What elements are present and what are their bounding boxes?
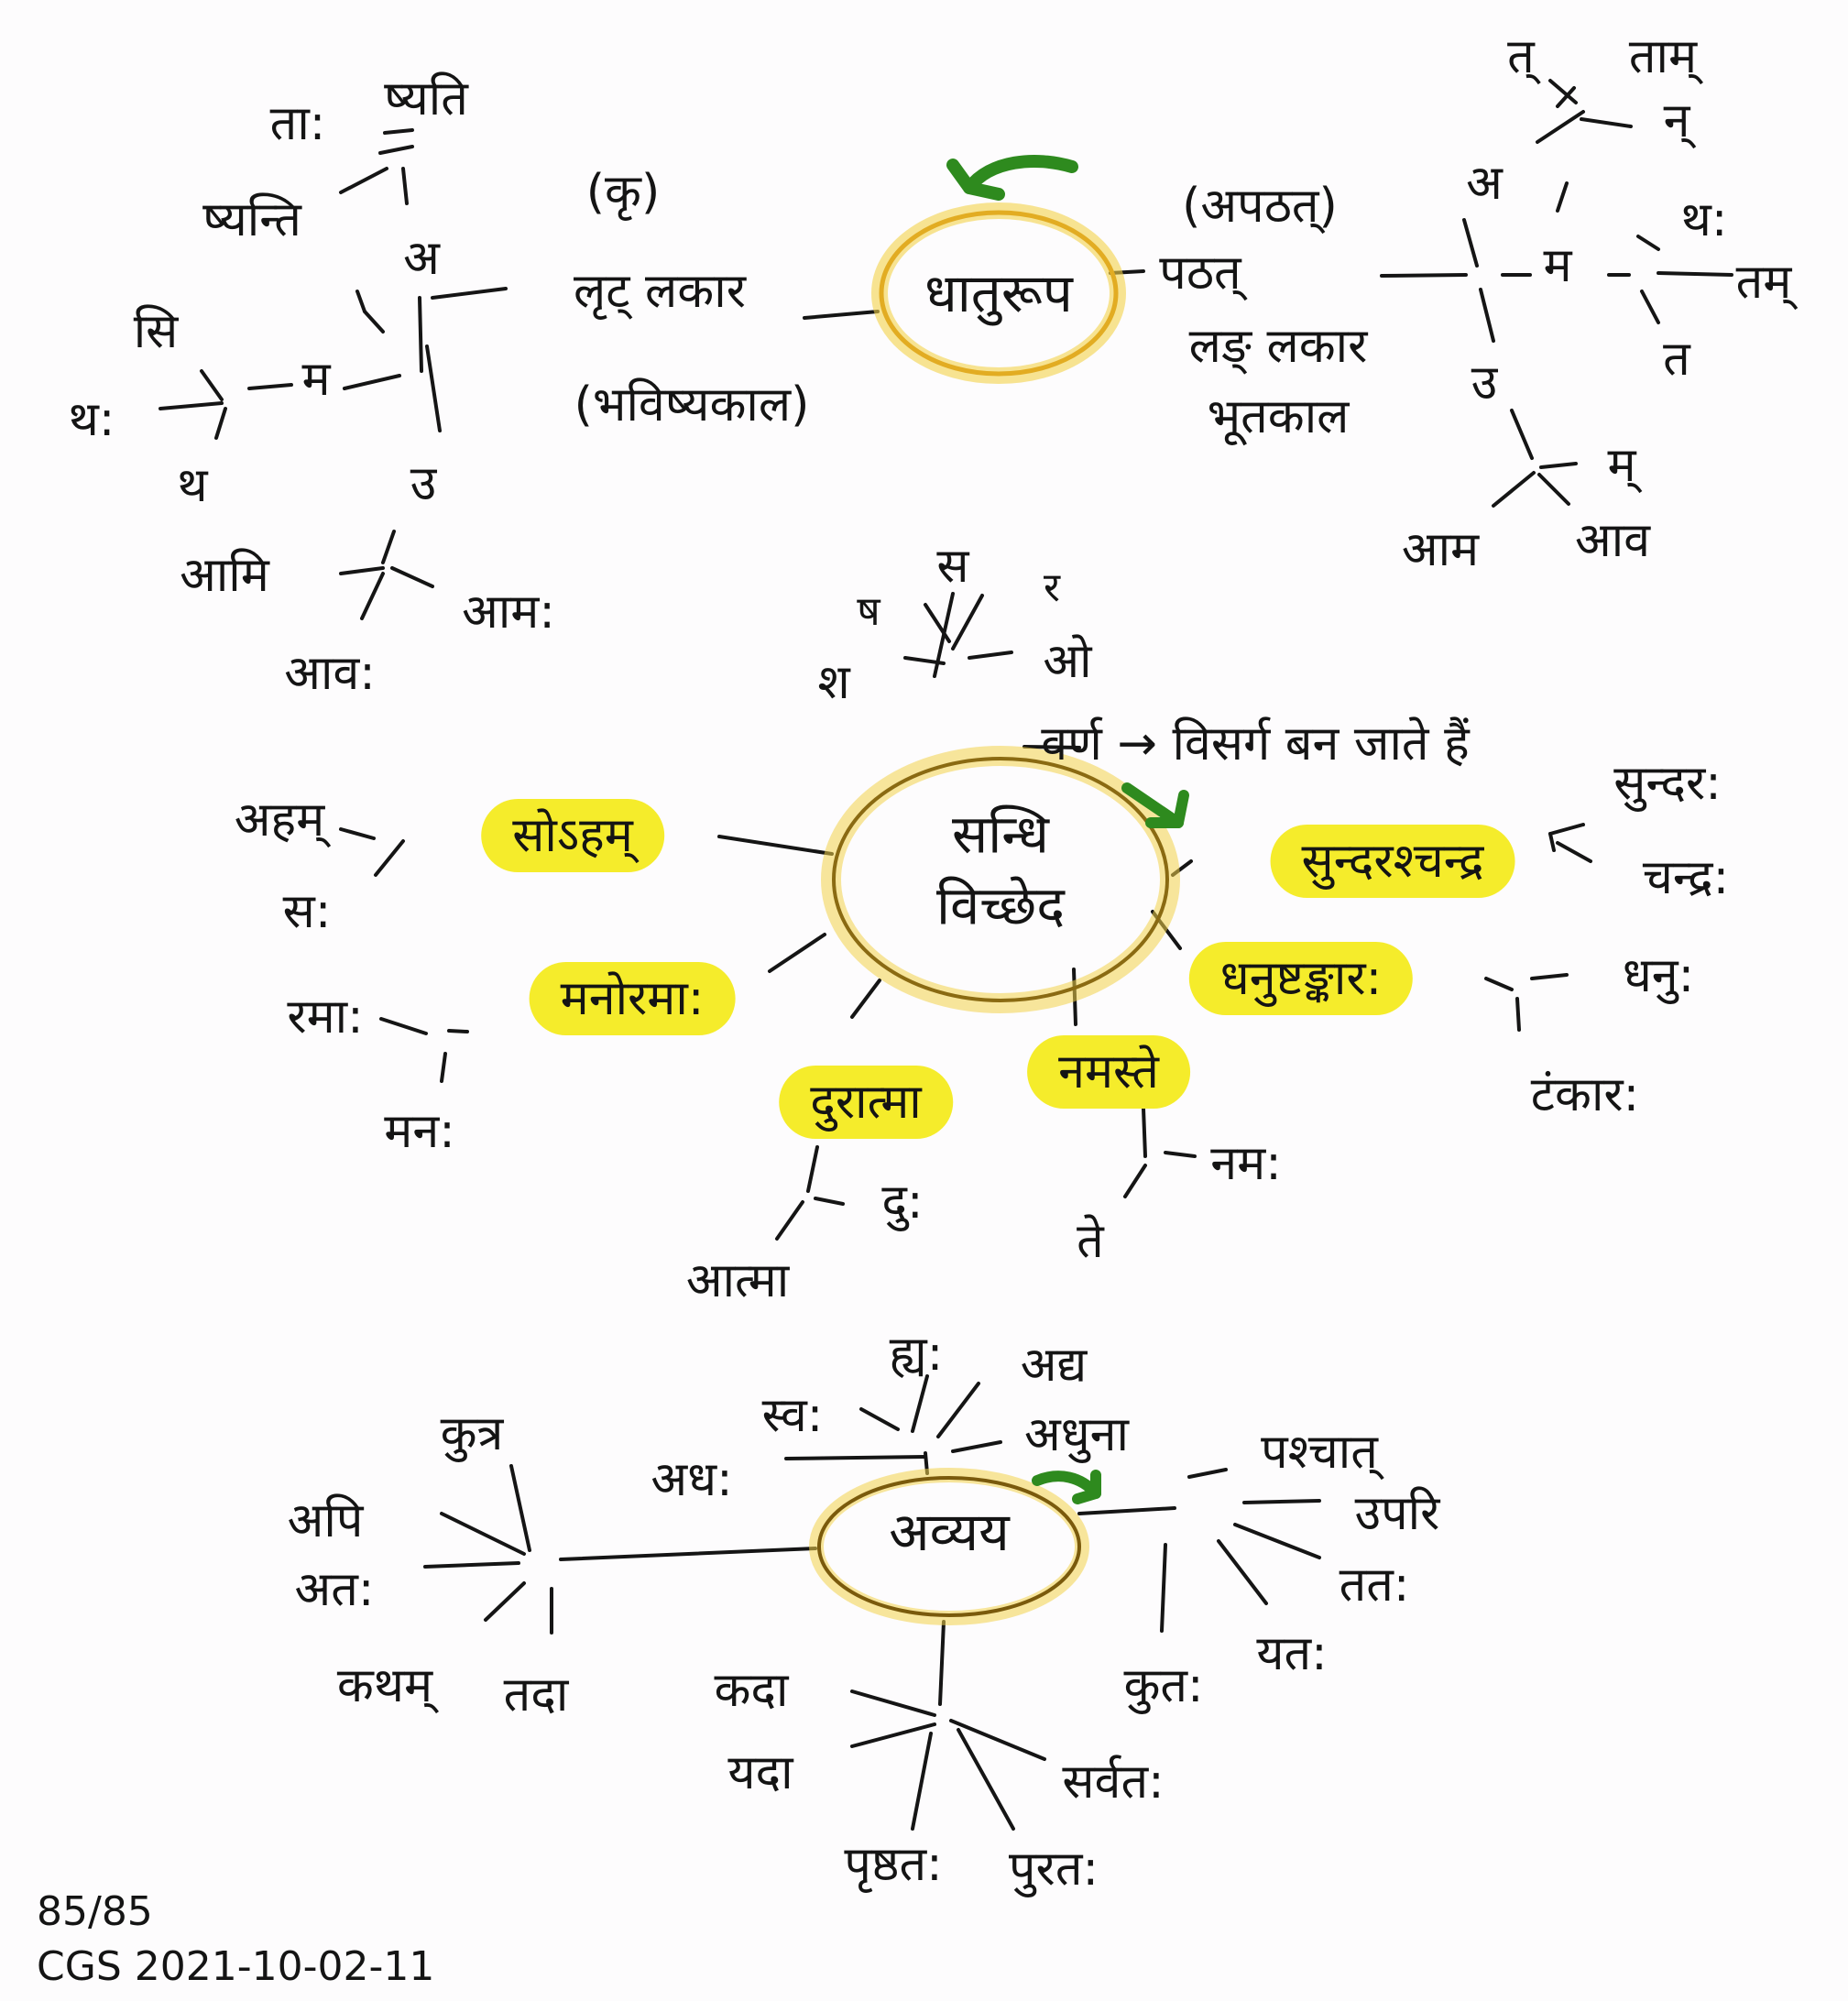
right-subtitle-2: भूतकाल xyxy=(1207,389,1350,444)
right-u-form: म् xyxy=(1607,438,1636,493)
left-a-form: ता: xyxy=(269,96,326,151)
varna-letter: र xyxy=(1044,564,1060,611)
avyaya-word: तदा xyxy=(503,1668,569,1722)
sandhi-part: दु: xyxy=(881,1175,924,1230)
right-a-label: अ xyxy=(1466,156,1503,211)
center-circles xyxy=(809,202,1180,1625)
right-a-form: ताम् xyxy=(1628,29,1698,84)
sandhi-word: सुन्दरश्चन्द्र xyxy=(1270,825,1515,898)
avyaya-word: यत: xyxy=(1256,1626,1328,1681)
sandhi-part: रमा: xyxy=(287,990,364,1044)
avyaya-word: अध: xyxy=(651,1452,733,1507)
avyaya-word: यदा xyxy=(727,1745,793,1800)
avyaya-word: अद्य xyxy=(1020,1338,1088,1393)
left-a-form: ष्यति xyxy=(384,71,468,126)
left-subtitle: (भविष्यकाल) xyxy=(574,377,810,432)
avyaya-word: कुत: xyxy=(1123,1658,1204,1713)
sandhi-part: अहम् xyxy=(234,793,325,847)
left-m-form: सि xyxy=(133,304,179,359)
sandhi-rule: वर्ण → विसर्ग बन जाते हैं xyxy=(1041,716,1470,771)
right-a-form: त् xyxy=(1507,29,1535,84)
avyaya-word: अपि xyxy=(287,1493,364,1548)
avyaya-word: पुरत: xyxy=(1009,1842,1099,1897)
varna-letter: ष xyxy=(857,588,880,635)
right-m-form: त xyxy=(1663,332,1690,387)
right-u-label: उ xyxy=(1471,355,1498,410)
avyaya-word: पश्चात् xyxy=(1261,1425,1378,1480)
left-m-form: थ: xyxy=(68,392,115,447)
left-title: लृट् लकार xyxy=(574,264,746,319)
page-code: CGS 2021-10-02-11 xyxy=(37,1943,435,1990)
left-tag: (कृ) xyxy=(585,165,661,220)
avyaya-word: कथम् xyxy=(336,1658,433,1713)
sandhi-word: दुरात्मा xyxy=(779,1066,953,1139)
left-u-label: उ xyxy=(410,456,437,511)
left-a-label: अ xyxy=(403,231,440,286)
sandhi-word: धनुष्टङ्कार: xyxy=(1188,942,1414,1015)
left-u-form: आम: xyxy=(462,585,555,640)
varna-letter: ओ xyxy=(1043,634,1092,689)
left-m-form: थ xyxy=(177,458,208,513)
sandhi-part: नम: xyxy=(1210,1136,1282,1191)
right-m-form: थ: xyxy=(1680,192,1728,247)
sandhi-part: आत्मा xyxy=(685,1253,790,1308)
green-curved-arrow-icon xyxy=(946,154,1078,201)
sandhi-part: ते xyxy=(1077,1214,1104,1269)
avyaya-center: अव्यय xyxy=(889,1501,1010,1563)
green-right-arrow-icon xyxy=(1032,1470,1101,1504)
sandhi-part: सुन्दर: xyxy=(1613,756,1722,811)
sandhi-word: नमस्ते xyxy=(1027,1035,1190,1109)
sandhi-center: सन्धि विच्छेद xyxy=(935,803,1066,937)
avyaya-word: ह्य: xyxy=(889,1327,944,1382)
dhatu-center: धातुरूप xyxy=(924,262,1073,324)
left-m-label: म xyxy=(301,352,331,407)
sandhi-part: धनु: xyxy=(1622,948,1695,1003)
left-u-form: आमि xyxy=(180,548,269,603)
avyaya-word: तत: xyxy=(1339,1558,1410,1613)
left-u-form: आव: xyxy=(284,646,376,701)
right-tag: (अपठत्) xyxy=(1182,179,1338,234)
left-a-form: ष्यन्ति xyxy=(202,192,301,247)
sandhi-part: स: xyxy=(282,884,332,939)
sandhi-part: चन्द्र: xyxy=(1642,850,1730,905)
sandhi-word: सोऽहम् xyxy=(481,799,664,872)
green-down-arrow-icon xyxy=(1121,782,1189,828)
right-m-form: तम् xyxy=(1735,255,1792,310)
varna-letter: श xyxy=(817,655,850,710)
right-title: पठत् xyxy=(1159,246,1241,301)
avyaya-word: पृष्ठत: xyxy=(844,1837,943,1892)
sandhi-part: टंकार: xyxy=(1530,1067,1640,1122)
avyaya-word: स्व: xyxy=(761,1388,824,1443)
avyaya-word: उपरि xyxy=(1354,1486,1440,1541)
avyaya-word: अत: xyxy=(294,1562,375,1617)
right-u-form: आव xyxy=(1574,513,1651,568)
sandhi-part: मन: xyxy=(384,1104,455,1159)
page-number: 85/85 xyxy=(37,1888,153,1935)
avyaya-word: सर्वत: xyxy=(1062,1755,1165,1810)
avyaya-word: अधुना xyxy=(1023,1407,1130,1462)
varna-letter: स xyxy=(936,539,969,594)
avyaya-word: कदा xyxy=(714,1663,789,1718)
right-u-form: आम xyxy=(1401,522,1480,577)
right-m-label: म xyxy=(1543,238,1572,293)
right-subtitle-1: लङ् लकार xyxy=(1188,319,1368,374)
right-a-form: न् xyxy=(1663,93,1690,148)
sandhi-word: मनोरमा: xyxy=(529,962,736,1035)
avyaya-word: कुत्र xyxy=(440,1406,504,1461)
